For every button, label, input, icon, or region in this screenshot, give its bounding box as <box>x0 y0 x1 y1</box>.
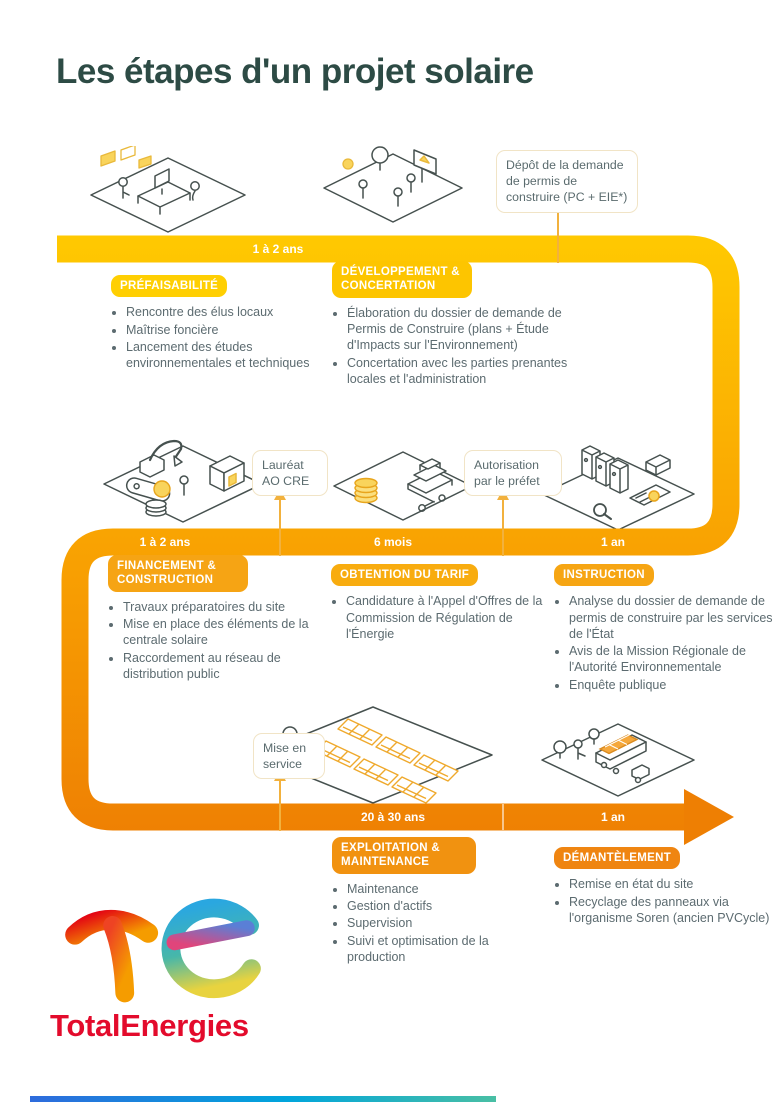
coins-icon <box>354 477 378 504</box>
person-icon <box>573 739 586 760</box>
person-icon <box>358 173 416 207</box>
totalenergies-wordmark: TotalEnergies <box>50 1008 249 1043</box>
construction-illustration <box>103 439 263 523</box>
stage-bullets: Analyse du dossier de demande de permis … <box>554 593 782 693</box>
solar-panels-icon <box>315 718 459 804</box>
stage-badge-developpement: DÉVELOPPEMENT & CONCERTATION <box>332 261 472 298</box>
stage-bullets: Élaboration du dossier de demande de Per… <box>332 305 574 387</box>
stamp-machine-icon <box>407 458 453 503</box>
printer-icon <box>645 454 671 476</box>
building-icon <box>209 455 245 492</box>
tools-icon <box>418 494 446 512</box>
stage-demantelement: DÉMANTÈLEMENT Remise en état du site Rec… <box>554 847 782 927</box>
documents-icon <box>100 146 152 169</box>
truck-icon <box>595 734 650 784</box>
presentation-board-icon <box>413 149 437 183</box>
stage-bullets: Candidature à l'Appel d'Offres de la Com… <box>331 593 553 642</box>
stage-bullets: Rencontre des élus locaux Maîtrise fonci… <box>111 304 329 371</box>
stage-badge-instruction: INSTRUCTION <box>554 564 654 587</box>
tree-icon <box>553 728 600 759</box>
stage-bullets: Travaux préparatoires du site Mise en pl… <box>108 599 330 682</box>
coin-icon <box>153 480 171 498</box>
dismantling-illustration <box>541 723 695 797</box>
magnifier-icon <box>593 503 612 520</box>
map-marker-icon <box>342 158 354 170</box>
timeline-path <box>57 235 740 831</box>
duration-tarif: 6 mois <box>373 535 413 549</box>
duration-exploitation: 20 à 30 ans <box>360 810 426 824</box>
person-icon <box>179 475 189 496</box>
document-icon <box>629 484 671 506</box>
stage-badge-demantelement: DÉMANTÈLEMENT <box>554 847 681 870</box>
stage-instruction: INSTRUCTION Analyse du dossier de demand… <box>554 564 782 694</box>
stage-badge-obtention: OBTENTION DU TARIF <box>331 564 479 587</box>
computer-screen-icon <box>154 168 170 195</box>
person-icon <box>118 177 200 201</box>
stage-prefaisabilite: PRÉFAISABILITÉ Rencontre des élus locaux… <box>111 275 329 372</box>
stage-badge-financement: FINANCEMENT & CONSTRUCTION <box>108 555 248 592</box>
callout-laureat-ao-cre: Lauréat AO CRE <box>252 450 328 497</box>
callout-autorisation-prefet: Autorisation par le préfet <box>464 450 562 497</box>
concertation-illustration <box>323 146 463 223</box>
stage-badge-prefaisabilite: PRÉFAISABILITÉ <box>111 275 228 298</box>
meeting-illustration <box>90 146 246 233</box>
page-title: Les étapes d'un projet solaire <box>56 52 534 91</box>
binders-icon <box>581 445 629 494</box>
coin-stack-icon <box>145 499 167 517</box>
stage-bullets: Remise en état du site Recyclage des pan… <box>554 876 782 926</box>
totalenergies-logo-icon <box>65 898 261 1003</box>
stage-badge-exploitation: EXPLOITATION & MAINTENANCE <box>332 837 476 874</box>
brand-color-strip <box>30 1096 496 1102</box>
callout-mise-en-service: Mise en service <box>253 733 325 780</box>
stage-financement-construction: FINANCEMENT & CONSTRUCTION Travaux prépa… <box>108 555 330 683</box>
callout-depot-permis: Dépôt de la demande de permis de constru… <box>496 150 638 213</box>
tree-icon <box>371 146 389 171</box>
duration-band1: 1 à 2 ans <box>252 242 304 256</box>
duration-financement: 1 à 2 ans <box>139 535 191 549</box>
tarif-illustration <box>333 451 473 521</box>
stage-exploitation-maintenance: EXPLOITATION & MAINTENANCE Maintenance G… <box>332 837 547 966</box>
instruction-illustration <box>541 445 695 531</box>
duration-demantelement: 1 an <box>600 810 626 824</box>
stage-obtention-tarif: OBTENTION DU TARIF Candidature à l'Appel… <box>331 564 553 643</box>
duration-instruction: 1 an <box>600 535 626 549</box>
stage-developpement-concertation: DÉVELOPPEMENT & CONCERTATION Élaboration… <box>332 261 574 388</box>
timeline-arrowhead-icon <box>684 789 734 845</box>
stage-bullets: Maintenance Gestion d'actifs Supervision… <box>332 881 547 965</box>
